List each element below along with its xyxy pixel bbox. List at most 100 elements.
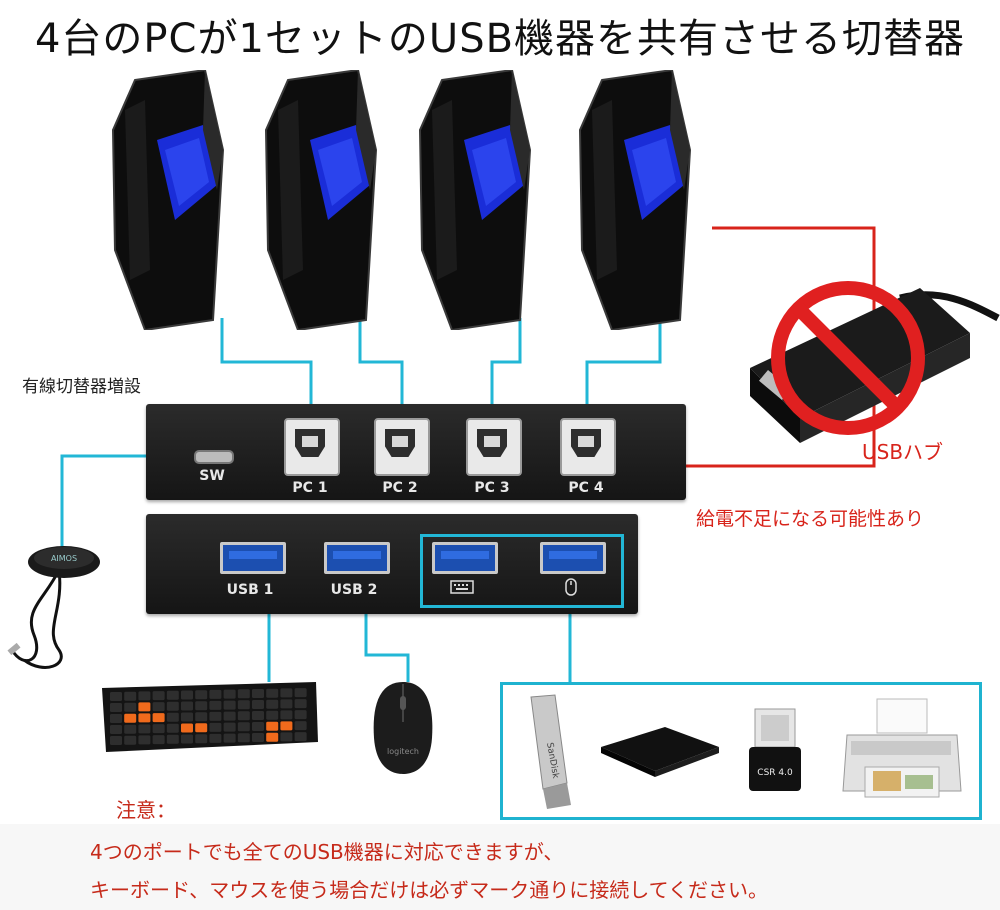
usb-hub-label: USBハブ — [862, 440, 944, 464]
keyboard-key — [110, 692, 122, 701]
keyboard-key — [209, 689, 222, 699]
cable-pc4 — [585, 318, 662, 420]
keyboard-key — [138, 691, 151, 701]
compatible-devices-frame: SanDisk CSR 4.0 — [500, 682, 982, 820]
keyboard-key — [181, 734, 193, 744]
keyboard-key — [124, 724, 137, 734]
keyboard-key — [294, 732, 307, 742]
keyboard-key — [195, 712, 208, 722]
switch-top-panel: SW PC 1 PC 2 PC 3 PC 4 — [146, 404, 686, 500]
external-hdd-image — [601, 727, 719, 777]
keyboard-key — [124, 702, 137, 712]
pc-tower-3 — [418, 70, 532, 330]
keyboard-key — [223, 722, 236, 732]
pc1-label: PC 1 — [292, 480, 328, 496]
mouse-usb-port[interactable] — [540, 542, 606, 574]
pc4-label: PC 4 — [568, 480, 604, 496]
keyboard-key — [152, 691, 165, 701]
keyboard-key — [195, 723, 208, 733]
highlight-frame — [420, 534, 624, 608]
dongle-label: CSR 4.0 — [757, 768, 793, 778]
keyboard-key — [152, 724, 165, 734]
keyboard-key — [195, 690, 208, 700]
keyboard-key — [110, 736, 122, 745]
keyboard-usb-port[interactable] — [432, 542, 498, 574]
usb1-port[interactable] — [220, 542, 286, 574]
keyboard-key — [110, 714, 122, 723]
printer-image — [842, 698, 962, 798]
keyboard-key — [181, 690, 193, 700]
note-heading: 注意： — [116, 798, 176, 822]
cable-pc3 — [490, 318, 522, 420]
keyboard-key — [280, 688, 293, 698]
note-line-2: キーボード、マウスを使う場合だけは必ずマーク通りに接続してください。 — [90, 878, 768, 902]
mouse-icon — [565, 578, 577, 596]
page-title: 4台のPCが1セットのUSB機器を共有させる切替器 — [34, 16, 966, 62]
pc1-port[interactable] — [284, 418, 340, 476]
sw-port[interactable] — [194, 450, 234, 464]
keyboard-key — [280, 710, 293, 720]
pc3-label: PC 3 — [474, 480, 510, 496]
wired-switch-label: 有線切替器増設 — [22, 377, 141, 397]
keyboard-key — [110, 725, 122, 734]
keyboard-key — [138, 724, 151, 734]
keyboard-key — [209, 722, 222, 732]
keyboard-key — [209, 711, 222, 721]
keyboard-key — [266, 688, 279, 698]
keyboard-key — [110, 703, 122, 712]
usb2-port[interactable] — [324, 542, 390, 574]
puck-brand: AIMOS — [51, 554, 77, 563]
keyboard-key — [252, 711, 264, 720]
keyboard-key — [195, 734, 208, 744]
cable-pc2 — [358, 318, 404, 420]
keyboard-key — [294, 699, 307, 709]
keyboard-key — [280, 732, 293, 742]
pc3-port[interactable] — [466, 418, 522, 476]
keyboard-key — [166, 712, 179, 722]
usb2-label: USB 2 — [330, 582, 378, 598]
keyboard-key — [209, 700, 222, 710]
keyboard-image — [102, 682, 318, 752]
cable-usb2 — [364, 603, 410, 682]
keyboard-key — [237, 733, 250, 743]
keyboard-key — [252, 689, 264, 698]
usb-hub-image — [750, 281, 1000, 443]
keyboard-key — [223, 689, 236, 699]
keyboard-key — [181, 712, 193, 722]
pc-tower-1 — [111, 70, 225, 330]
keyboard-key — [166, 690, 179, 700]
keyboard-key — [124, 713, 137, 723]
keyboard-key — [166, 734, 179, 744]
keyboard-key — [209, 733, 222, 743]
pc2-port[interactable] — [374, 418, 430, 476]
note-box — [0, 824, 1000, 910]
keyboard-key — [237, 689, 250, 699]
keyboard-key — [138, 713, 151, 723]
keyboard-icon — [450, 580, 474, 594]
mouse-brand: logitech — [387, 747, 419, 756]
pc-tower-4 — [578, 70, 692, 330]
sw-label: SW — [199, 468, 225, 484]
keyboard-key — [294, 710, 307, 720]
keyboard-key — [294, 688, 307, 698]
cable-pc1 — [220, 318, 313, 420]
keyboard-key — [252, 722, 264, 731]
keyboard-key — [181, 701, 193, 711]
keyboard-key — [138, 702, 151, 712]
keyboard-key — [152, 735, 165, 745]
mouse-image: logitech — [373, 682, 433, 774]
keyboard-key — [195, 701, 208, 711]
keyboard-key — [124, 691, 137, 701]
keyboard-key — [266, 732, 279, 742]
keyboard-key — [280, 699, 293, 709]
keyboard-key — [252, 733, 264, 742]
keyboard-key — [280, 721, 293, 731]
pc4-port[interactable] — [560, 418, 616, 476]
usb-stick-image: SanDisk — [530, 694, 571, 809]
keyboard-key — [166, 723, 179, 733]
pc-tower-2 — [264, 70, 378, 330]
keyboard-key — [266, 710, 279, 720]
keyboard-key — [223, 711, 236, 721]
keyboard-key — [223, 700, 236, 710]
keyboard-key — [138, 735, 151, 745]
